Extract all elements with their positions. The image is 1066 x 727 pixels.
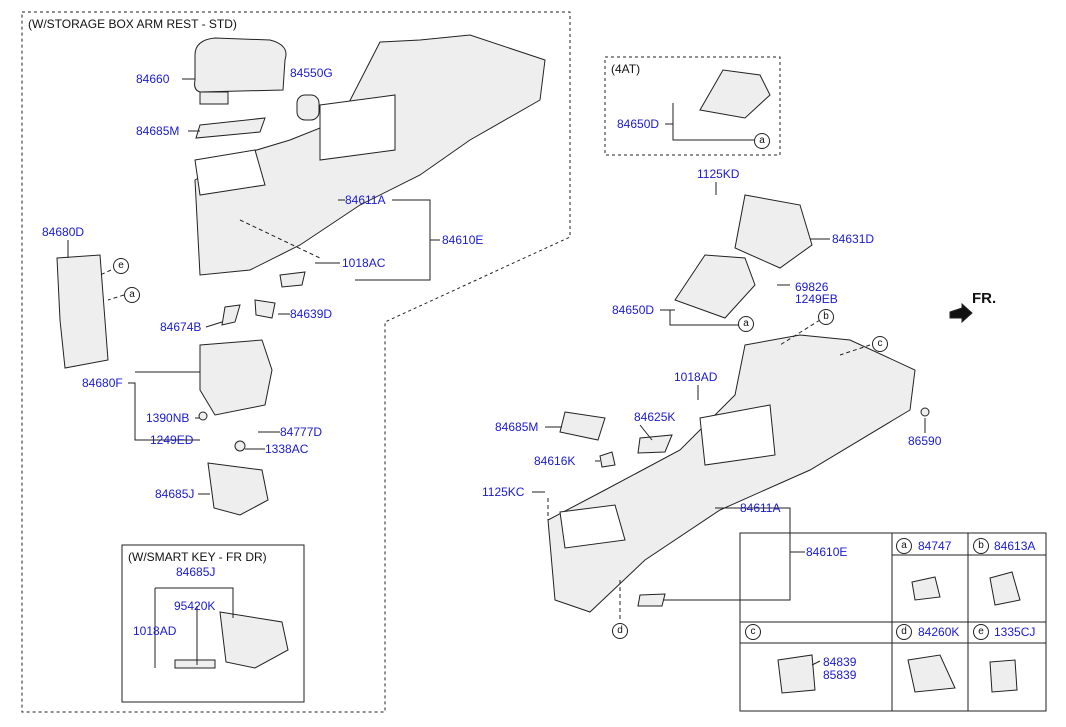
caption-smart-key: (W/SMART KEY - FR DR) [128,550,267,564]
part-label[interactable]: 84685J [176,565,216,579]
four-at-border [604,56,781,156]
legend-part-a[interactable]: 84747 [918,539,952,553]
marker-a: a [124,287,140,303]
part-label[interactable]: 84550G [290,66,333,80]
legend-part-b[interactable]: 84613A [994,539,1036,553]
part-label[interactable]: 95420K [174,599,216,613]
part-label[interactable]: 84685M [136,124,180,138]
part-label[interactable]: 84680D [42,225,85,239]
part-label[interactable]: 1249EB [795,292,838,306]
legend-marker-b: b [973,538,989,554]
caption-storage-box: (W/STORAGE BOX ARM REST - STD) [28,17,237,31]
storage-box-drawing [199,339,273,416]
part-label[interactable]: 1018AD [133,624,177,638]
smart-key-border [121,544,305,703]
part-label[interactable]: 84674B [160,320,202,334]
marker-e: e [113,258,129,274]
part-label[interactable]: 84680F [82,376,123,390]
legend-part-d[interactable]: 84260K [918,625,960,639]
part-label[interactable]: 84631D [832,232,875,246]
legend-part-e[interactable]: 1335CJ [994,625,1036,639]
legend-marker-d: d [896,624,912,640]
marker-a: a [754,133,770,149]
part-label[interactable]: 1338AC [265,442,309,456]
front-arrow [949,302,973,324]
marker-b: b [818,309,834,325]
part-label[interactable]: 84650D [617,117,660,131]
legend-marker-a: a [896,538,912,554]
front-label: FR. [972,290,997,307]
marker-d: d [612,623,628,639]
part-label[interactable]: 1018AD [674,370,718,384]
console-upper-drawing [194,34,546,276]
part-label[interactable]: 86590 [908,434,942,448]
part-label[interactable]: 84660 [136,72,170,86]
part-label[interactable]: 84777D [280,425,323,439]
part-label[interactable]: 84616K [534,454,576,468]
part-label[interactable]: 84625K [634,410,676,424]
legend-part-c1[interactable]: 84839 [823,655,857,669]
legend-part-c2[interactable]: 85839 [823,668,857,682]
part-label[interactable]: 1125KD [697,167,740,181]
side-panel-drawing [56,254,109,369]
storage-box-border [21,11,571,713]
marker-c: c [872,336,888,352]
part-label[interactable]: 84611A [345,193,386,207]
part-label[interactable]: 84639D [290,307,333,321]
part-label[interactable]: 1018AC [342,256,386,270]
part-label[interactable]: 69826 [795,280,829,294]
part-label[interactable]: 84610E [442,233,484,247]
part-label[interactable]: 84610E [806,545,848,559]
part-label[interactable]: 1125KC [482,485,525,499]
part-label[interactable]: 1390NB [146,411,190,425]
shifter-drawing [699,69,771,119]
caption-4at: (4AT) [611,62,641,76]
part-label[interactable]: 84650D [612,303,655,317]
console-main-drawing [547,334,916,613]
part-label[interactable]: 84685M [495,420,539,434]
legend-marker-e: e [973,624,989,640]
armrest-drawing [194,37,287,93]
part-label[interactable]: 84611A [740,501,781,515]
part-label[interactable]: 84685J [155,487,195,501]
legend-marker-c: c [745,624,761,640]
part-label[interactable]: 1249ED [150,433,194,447]
marker-a: a [738,316,754,332]
